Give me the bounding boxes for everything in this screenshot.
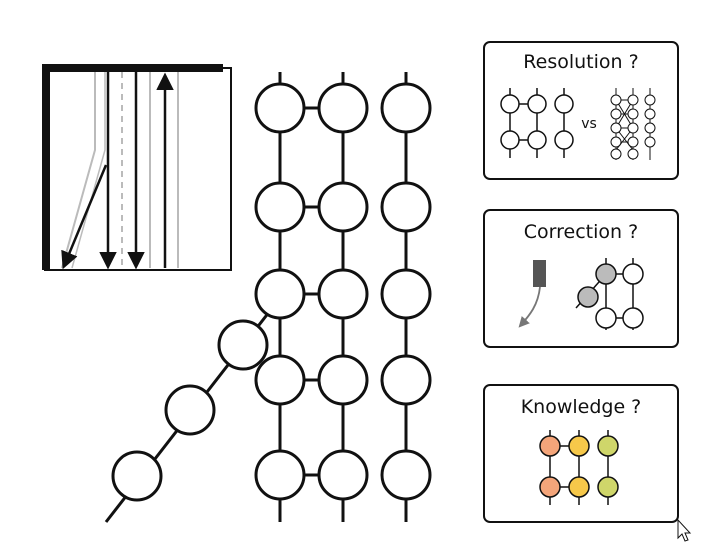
- fine-graph: [610, 88, 656, 160]
- lane-node: [254, 449, 306, 501]
- correction-panel: Correction ?: [483, 209, 679, 348]
- corrected-graph: [575, 258, 644, 330]
- lane-graph: [104, 72, 432, 523]
- trajectory-arrow-icon: [518, 286, 541, 328]
- road-inset-left-bar: [42, 64, 50, 270]
- road-inset-top-bar: [45, 64, 223, 72]
- lane-node: [317, 181, 369, 233]
- knowledge-panel: Knowledge ?: [483, 384, 679, 523]
- resolution-vs-label: vs: [581, 116, 597, 132]
- lane-node: [254, 268, 306, 320]
- lane-node: [317, 268, 369, 320]
- resolution-panel-title: Resolution ?: [523, 51, 638, 73]
- road-inset: [42, 64, 232, 271]
- correction-panel-title: Correction ?: [524, 221, 638, 243]
- lane-node: [380, 268, 432, 320]
- mouse-pointer-icon: [677, 518, 692, 542]
- road-lane-line-left: [61, 72, 96, 269]
- sensor-block-icon: [533, 260, 546, 287]
- lane-node: [254, 354, 306, 406]
- lane-node: [380, 82, 432, 134]
- lane-node: [317, 354, 369, 406]
- lane-node-branch: [217, 319, 269, 371]
- lane-node-branch: [111, 450, 163, 502]
- lane-node: [380, 181, 432, 233]
- road-arrow-diverge: [61, 164, 108, 270]
- lane-node: [380, 449, 432, 501]
- lane-node: [380, 354, 432, 406]
- road-lane-line-left-inner: [71, 72, 106, 269]
- lane-node-branch: [164, 384, 216, 436]
- coarse-graph: [500, 88, 574, 158]
- knowledge-graph: [539, 430, 619, 505]
- lane-node: [254, 181, 306, 233]
- road-inset-frame: [44, 67, 232, 271]
- lane-node: [317, 82, 369, 134]
- lane-node: [317, 449, 369, 501]
- knowledge-panel-title: Knowledge ?: [521, 396, 642, 418]
- resolution-panel: Resolution ? vs: [483, 41, 679, 180]
- lane-node: [254, 82, 306, 134]
